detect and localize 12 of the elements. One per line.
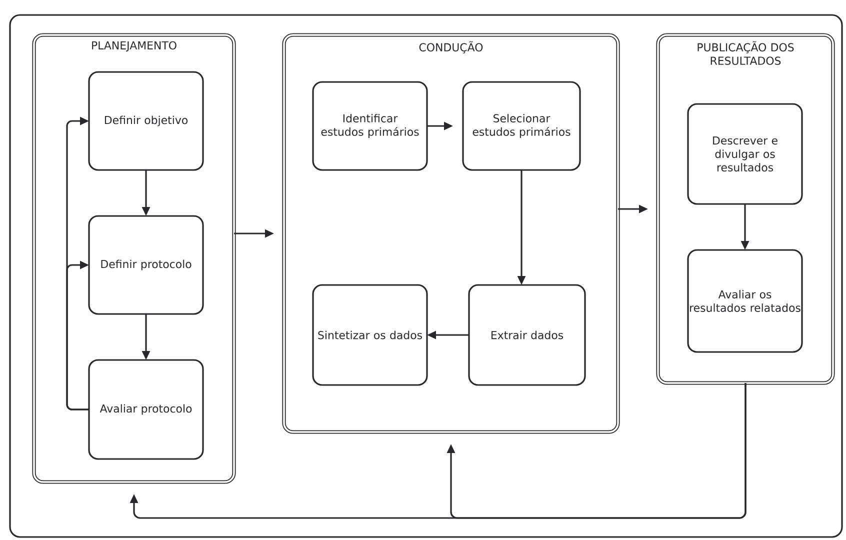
process-box: Avaliar protocolo bbox=[88, 359, 204, 460]
arrow bbox=[66, 260, 89, 410]
process-box: Avaliar os resultados relatados bbox=[687, 249, 803, 353]
process-box: Definir objetivo bbox=[88, 71, 204, 171]
process-box: Identificar estudos primários bbox=[312, 81, 428, 171]
diagram-frame bbox=[9, 14, 843, 538]
process-box: Extrair dados bbox=[468, 284, 586, 386]
arrow bbox=[446, 383, 746, 519]
process-box: Sintetizar os dados bbox=[312, 284, 428, 386]
process-box: Descrever e divulgar os resultados bbox=[687, 103, 803, 205]
process-box: Selecionar estudos primários bbox=[462, 81, 581, 171]
process-box: Definir protocolo bbox=[88, 215, 204, 315]
